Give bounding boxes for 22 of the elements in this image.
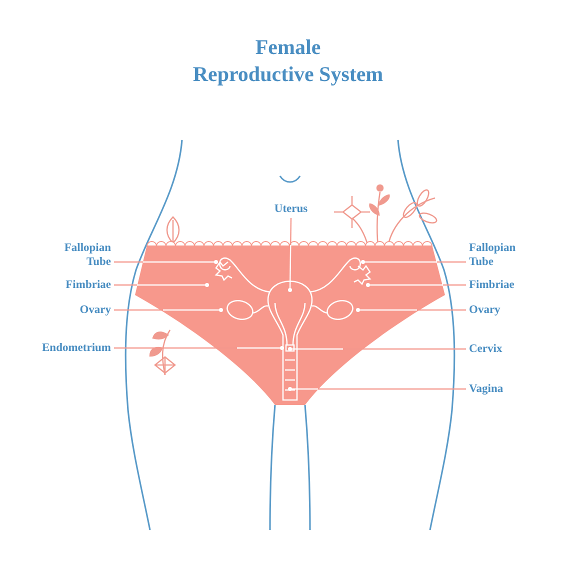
uterus-drawing — [214, 257, 372, 401]
leader-line — [288, 218, 292, 292]
part-label: Ovary — [469, 303, 539, 317]
leader-line — [114, 308, 223, 312]
leader-line — [288, 347, 466, 351]
part-label: Fimbriae — [469, 278, 539, 292]
leader-line — [114, 346, 284, 350]
diagram-title: Female Reproductive System — [192, 34, 384, 88]
part-label: Cervix — [469, 342, 539, 356]
leader-line — [366, 283, 466, 287]
leader-line — [288, 387, 466, 391]
leader-line — [114, 260, 218, 264]
leader-line — [356, 308, 466, 312]
leader-line — [361, 260, 466, 264]
part-label: Vagina — [469, 382, 539, 396]
part-label: Uterus — [262, 202, 320, 216]
leader-line — [114, 283, 209, 287]
part-label: Fimbriae — [40, 278, 111, 292]
part-label: Fallopian Tube — [52, 241, 111, 269]
part-label: Endometrium — [20, 341, 111, 355]
part-label: Fallopian Tube — [469, 241, 529, 269]
part-label: Ovary — [40, 303, 111, 317]
